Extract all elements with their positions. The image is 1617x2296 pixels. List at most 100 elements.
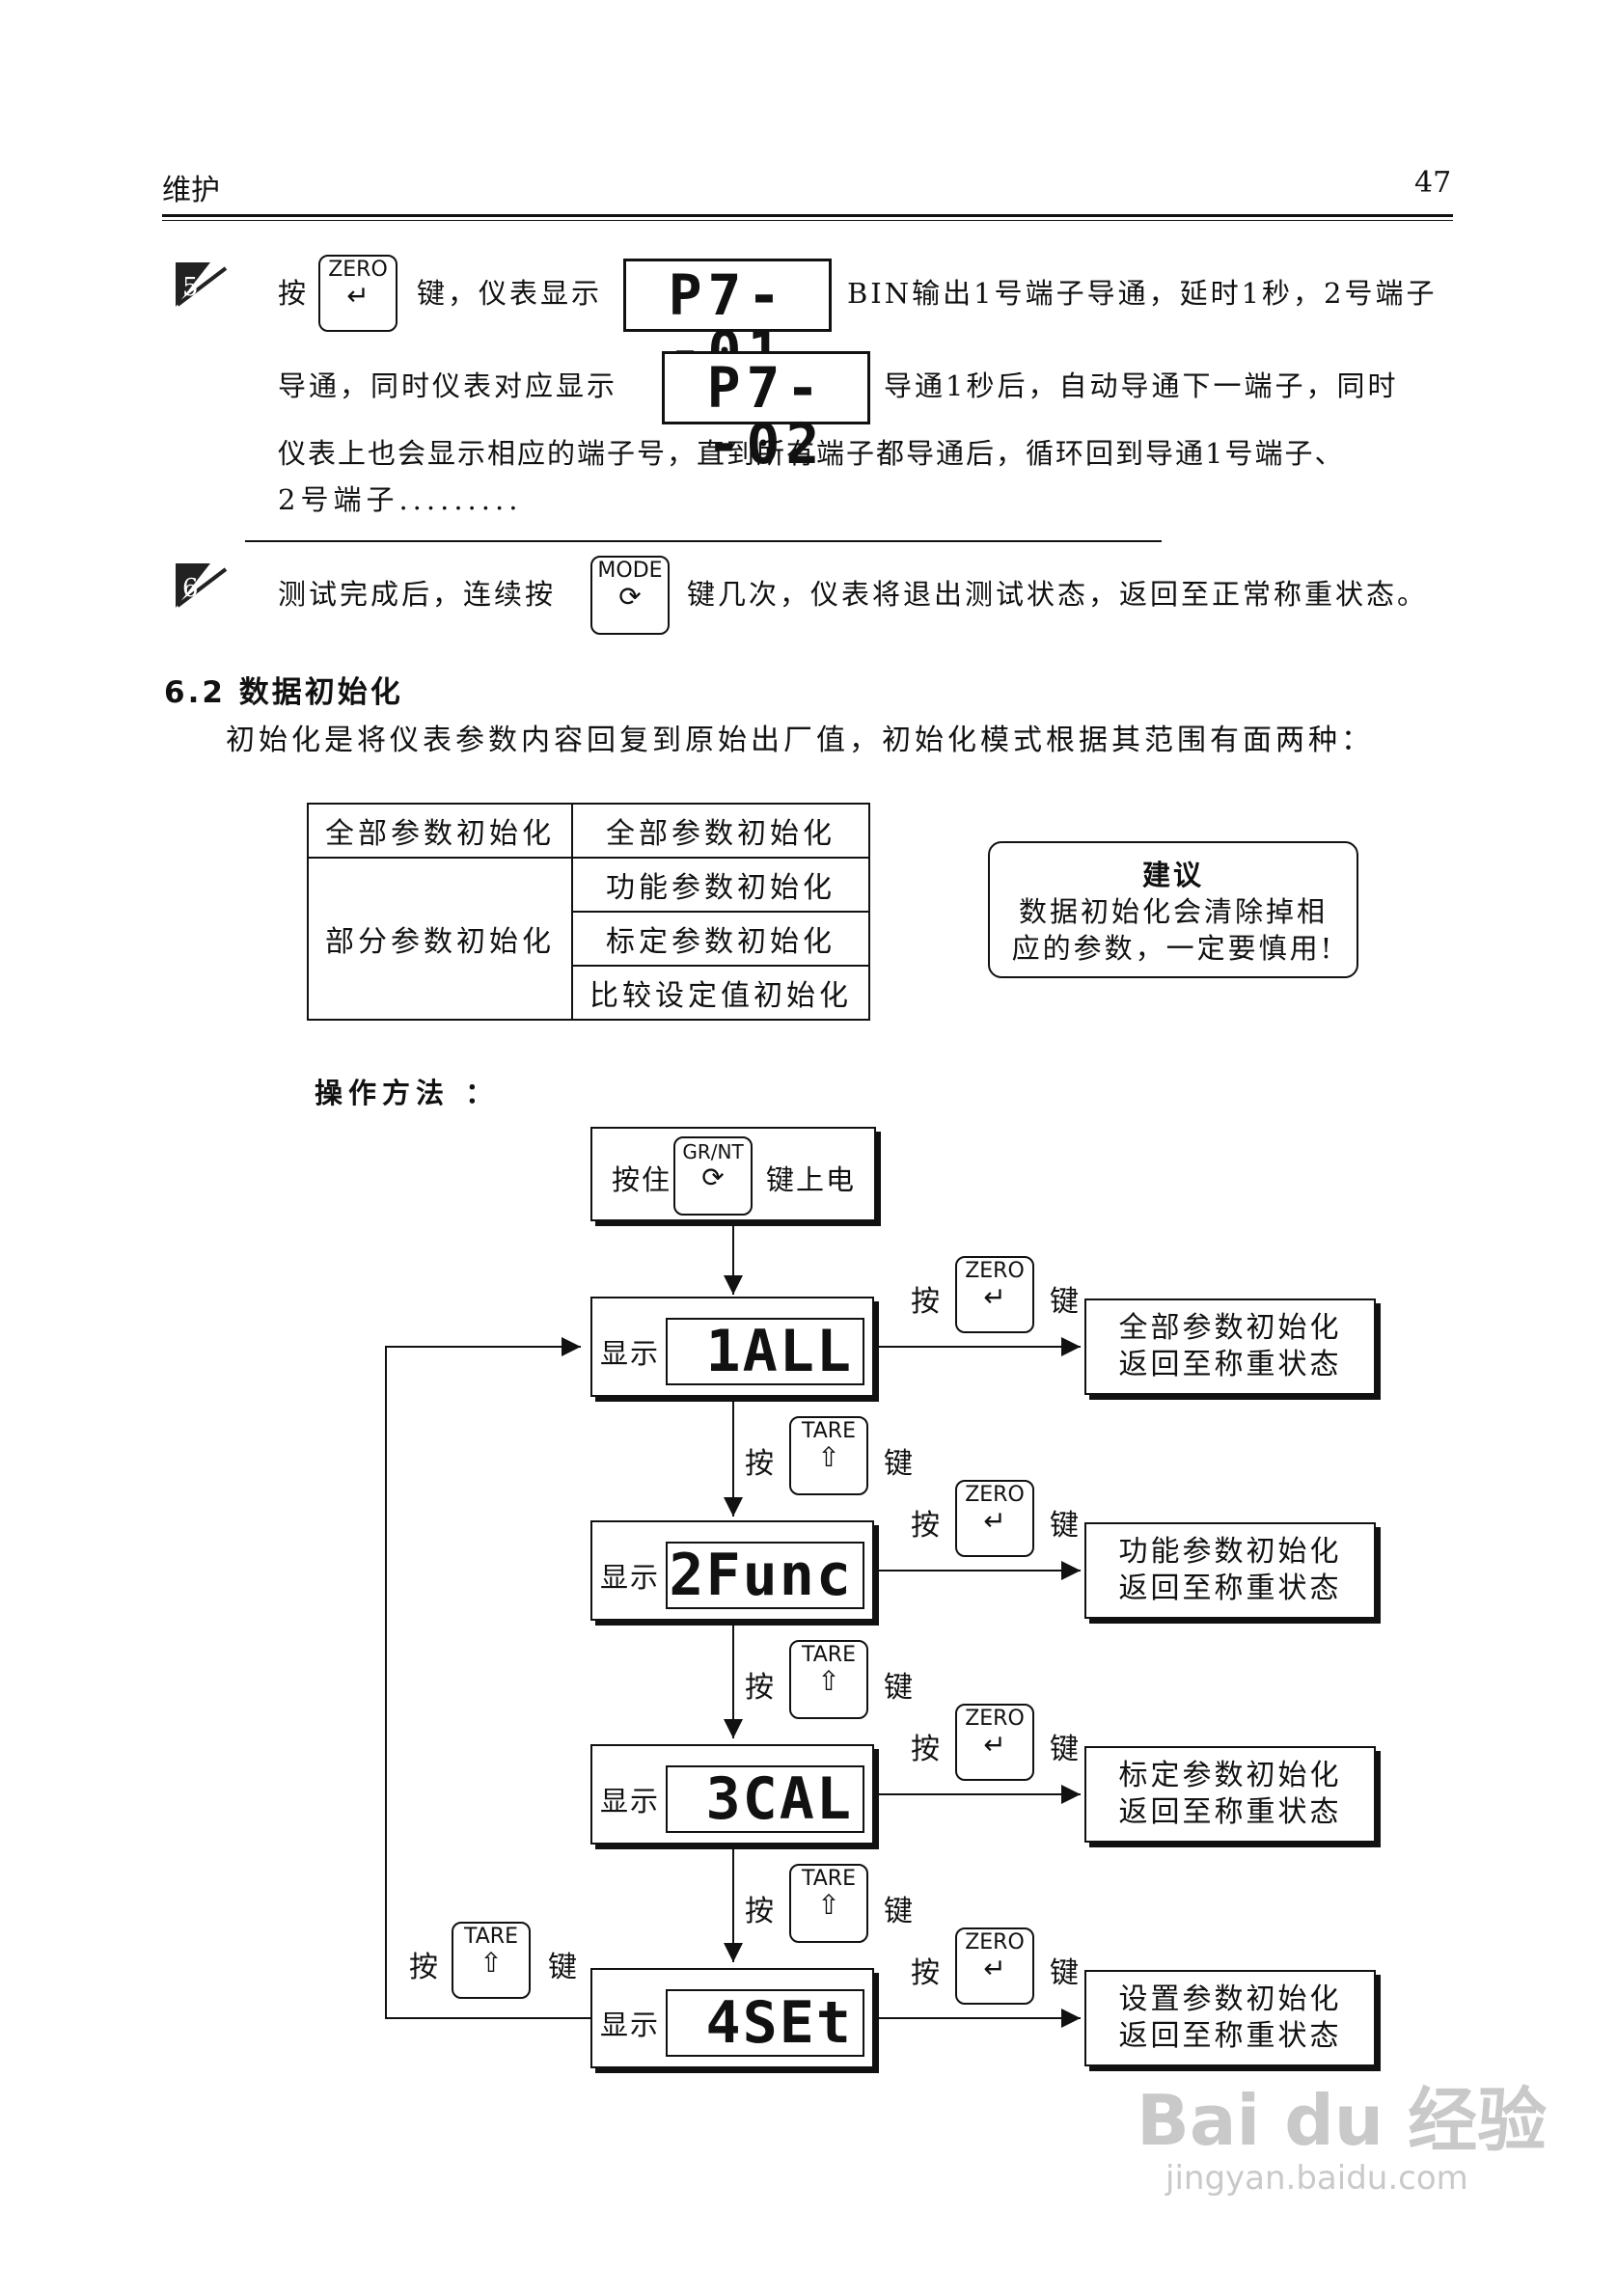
zero-key-label: ZERO xyxy=(328,258,388,282)
step5-text2: BIN输出1号端子导通，延时1秒，2号端子 xyxy=(847,277,1438,310)
press-label: 按 xyxy=(911,1733,940,1766)
display-label: 显示 xyxy=(600,1785,661,1818)
display-label: 显示 xyxy=(600,1337,661,1370)
step-divider xyxy=(245,540,1162,542)
gr-nt-key: GR/NT ⟳ xyxy=(673,1136,753,1216)
step5-line3: 仪表上也会显示相应的端子号，直到所有端子都导通后，循环回到导通1号端子、 xyxy=(278,437,1345,470)
result-line1: 全部参数初始化 xyxy=(1118,1311,1342,1345)
press-label: 按 xyxy=(745,1447,774,1481)
result-line2: 返回至称重状态 xyxy=(1118,1795,1342,1829)
result-line2: 返回至称重状态 xyxy=(1118,1572,1342,1605)
tare-key-loop: TARE ⇧ xyxy=(452,1922,531,1999)
result-box-1: 全部参数初始化 返回至称重状态 xyxy=(1084,1298,1376,1395)
key-suffix: 键 xyxy=(884,1447,913,1481)
lcd-display-2func: 2Func xyxy=(666,1542,864,1609)
zero-key: ZERO ↵ xyxy=(955,1256,1034,1333)
zero-key-label: ZERO xyxy=(965,1259,1025,1283)
key-suffix: 键 xyxy=(548,1951,577,1984)
zero-key: ZERO ↵ xyxy=(955,1704,1034,1781)
display-box-4: 显示 4SEt xyxy=(590,1968,874,2068)
mode-key-label: MODE xyxy=(597,559,663,583)
key-suffix: 键 xyxy=(1050,1956,1079,1990)
tare-key: TARE ⇧ xyxy=(789,1416,868,1495)
baidu-watermark: Bai du 经验 jingyan.baidu.com xyxy=(1137,2082,1547,2198)
section-description: 初始化是将仪表参数内容回复到原始出厂值，初始化模式根据其范围有面两种： xyxy=(226,724,1374,757)
cycle-arrows-icon: ⟳ xyxy=(618,581,642,613)
step6-text1: 测试完成后，连续按 xyxy=(278,578,557,611)
table-cell: 功能参数初始化 xyxy=(571,857,870,913)
result-box-4: 设置参数初始化 返回至称重状态 xyxy=(1084,1970,1376,2066)
tare-key: TARE ⇧ xyxy=(789,1864,868,1943)
step-5-badge: 5 xyxy=(176,262,228,307)
procedure-label: 操作方法 ： xyxy=(315,1077,500,1109)
key-suffix: 键 xyxy=(1050,1733,1079,1766)
zero-key: ZERO ↵ xyxy=(318,255,397,332)
enter-arrow-icon: ↵ xyxy=(983,1953,1006,1984)
lcd-display-1all: 1ALL xyxy=(666,1318,864,1385)
result-box-2: 功能参数初始化 返回至称重状态 xyxy=(1084,1522,1376,1619)
tare-key-label: TARE xyxy=(802,1643,856,1667)
tare-key-label: TARE xyxy=(464,1925,518,1949)
step5-line4: 2号端子......... xyxy=(278,483,523,516)
tare-key-label: TARE xyxy=(802,1867,856,1891)
cycle-arrows-icon: ⟳ xyxy=(701,1162,725,1193)
up-arrow-icon: ⇧ xyxy=(480,1947,503,1979)
up-arrow-icon: ⇧ xyxy=(817,1441,840,1473)
zero-key-label: ZERO xyxy=(965,1483,1025,1507)
advice-title: 建议 xyxy=(1141,859,1204,891)
zero-key: ZERO ↵ xyxy=(955,1927,1034,2005)
display-box-3: 显示 3CAL xyxy=(590,1744,874,1845)
section-title: 6.2 数据初始化 xyxy=(164,675,403,710)
display-box-2: 显示 2Func xyxy=(590,1520,874,1621)
enter-arrow-icon: ↵ xyxy=(983,1505,1006,1537)
tare-key-label: TARE xyxy=(802,1419,856,1443)
lcd-display-3cal: 3CAL xyxy=(666,1765,864,1833)
step-6-number: 6 xyxy=(182,574,199,603)
zero-key: ZERO ↵ xyxy=(955,1480,1034,1557)
key-suffix: 键 xyxy=(1050,1285,1079,1319)
mode-key: MODE ⟳ xyxy=(590,556,670,635)
press-label: 按 xyxy=(911,1956,940,1990)
lcd-display-p7-02: P7--02 xyxy=(662,351,870,472)
zero-key-label: ZERO xyxy=(965,1707,1025,1731)
step5-line2b: 导通1秒后，自动导通下一端子，同时 xyxy=(884,369,1399,402)
key-suffix: 键 xyxy=(884,1895,913,1928)
table-cell: 部分参数初始化 xyxy=(307,857,573,1021)
zero-key-label: ZERO xyxy=(965,1930,1025,1954)
key-suffix: 键 xyxy=(884,1671,913,1705)
result-line1: 功能参数初始化 xyxy=(1118,1535,1342,1569)
page-number: 47 xyxy=(1414,166,1452,200)
press-label: 按 xyxy=(911,1509,940,1543)
table-cell: 全部参数初始化 xyxy=(571,803,870,859)
enter-arrow-icon: ↵ xyxy=(983,1729,1006,1761)
display-label: 显示 xyxy=(600,2009,661,2041)
lcd-display-4set: 4SEt xyxy=(666,1989,864,2057)
start-prefix: 按住 xyxy=(612,1163,672,1196)
result-line2: 返回至称重状态 xyxy=(1118,2019,1342,2053)
step5-text1: 键，仪表显示 xyxy=(417,277,603,310)
tare-key: TARE ⇧ xyxy=(789,1640,868,1719)
start-box: 按住 GR/NT ⟳ 键上电 xyxy=(590,1127,876,1221)
start-suffix: 键上电 xyxy=(766,1163,857,1196)
table-cell: 全部参数初始化 xyxy=(307,803,573,859)
advice-line1: 数据初始化会清除掉相 xyxy=(1018,895,1328,928)
advice-box: 建议 数据初始化会清除掉相 应的参数，一定要慎用! xyxy=(988,841,1358,978)
watermark-url: jingyan.baidu.com xyxy=(1165,2159,1468,2198)
step-5-number: 5 xyxy=(182,273,199,302)
header-rule xyxy=(162,214,1453,217)
step-6-badge: 6 xyxy=(176,563,228,608)
watermark-brand: Bai du 经验 xyxy=(1137,2080,1548,2161)
press-label: 按 xyxy=(745,1895,774,1928)
display-label: 显示 xyxy=(600,1561,661,1594)
result-box-3: 标定参数初始化 返回至称重状态 xyxy=(1084,1746,1376,1843)
enter-arrow-icon: ↵ xyxy=(346,280,370,312)
key-suffix: 键 xyxy=(1050,1509,1079,1543)
result-line2: 返回至称重状态 xyxy=(1118,1348,1342,1381)
up-arrow-icon: ⇧ xyxy=(817,1889,840,1921)
step5-line2a: 导通，同时仪表对应显示 xyxy=(278,369,618,402)
table-cell: 标定参数初始化 xyxy=(571,911,870,967)
press-label: 按 xyxy=(409,1951,438,1984)
advice-line2: 应的参数，一定要慎用! xyxy=(1011,932,1335,965)
result-line1: 设置参数初始化 xyxy=(1118,1982,1342,2016)
result-line1: 标定参数初始化 xyxy=(1118,1759,1342,1792)
